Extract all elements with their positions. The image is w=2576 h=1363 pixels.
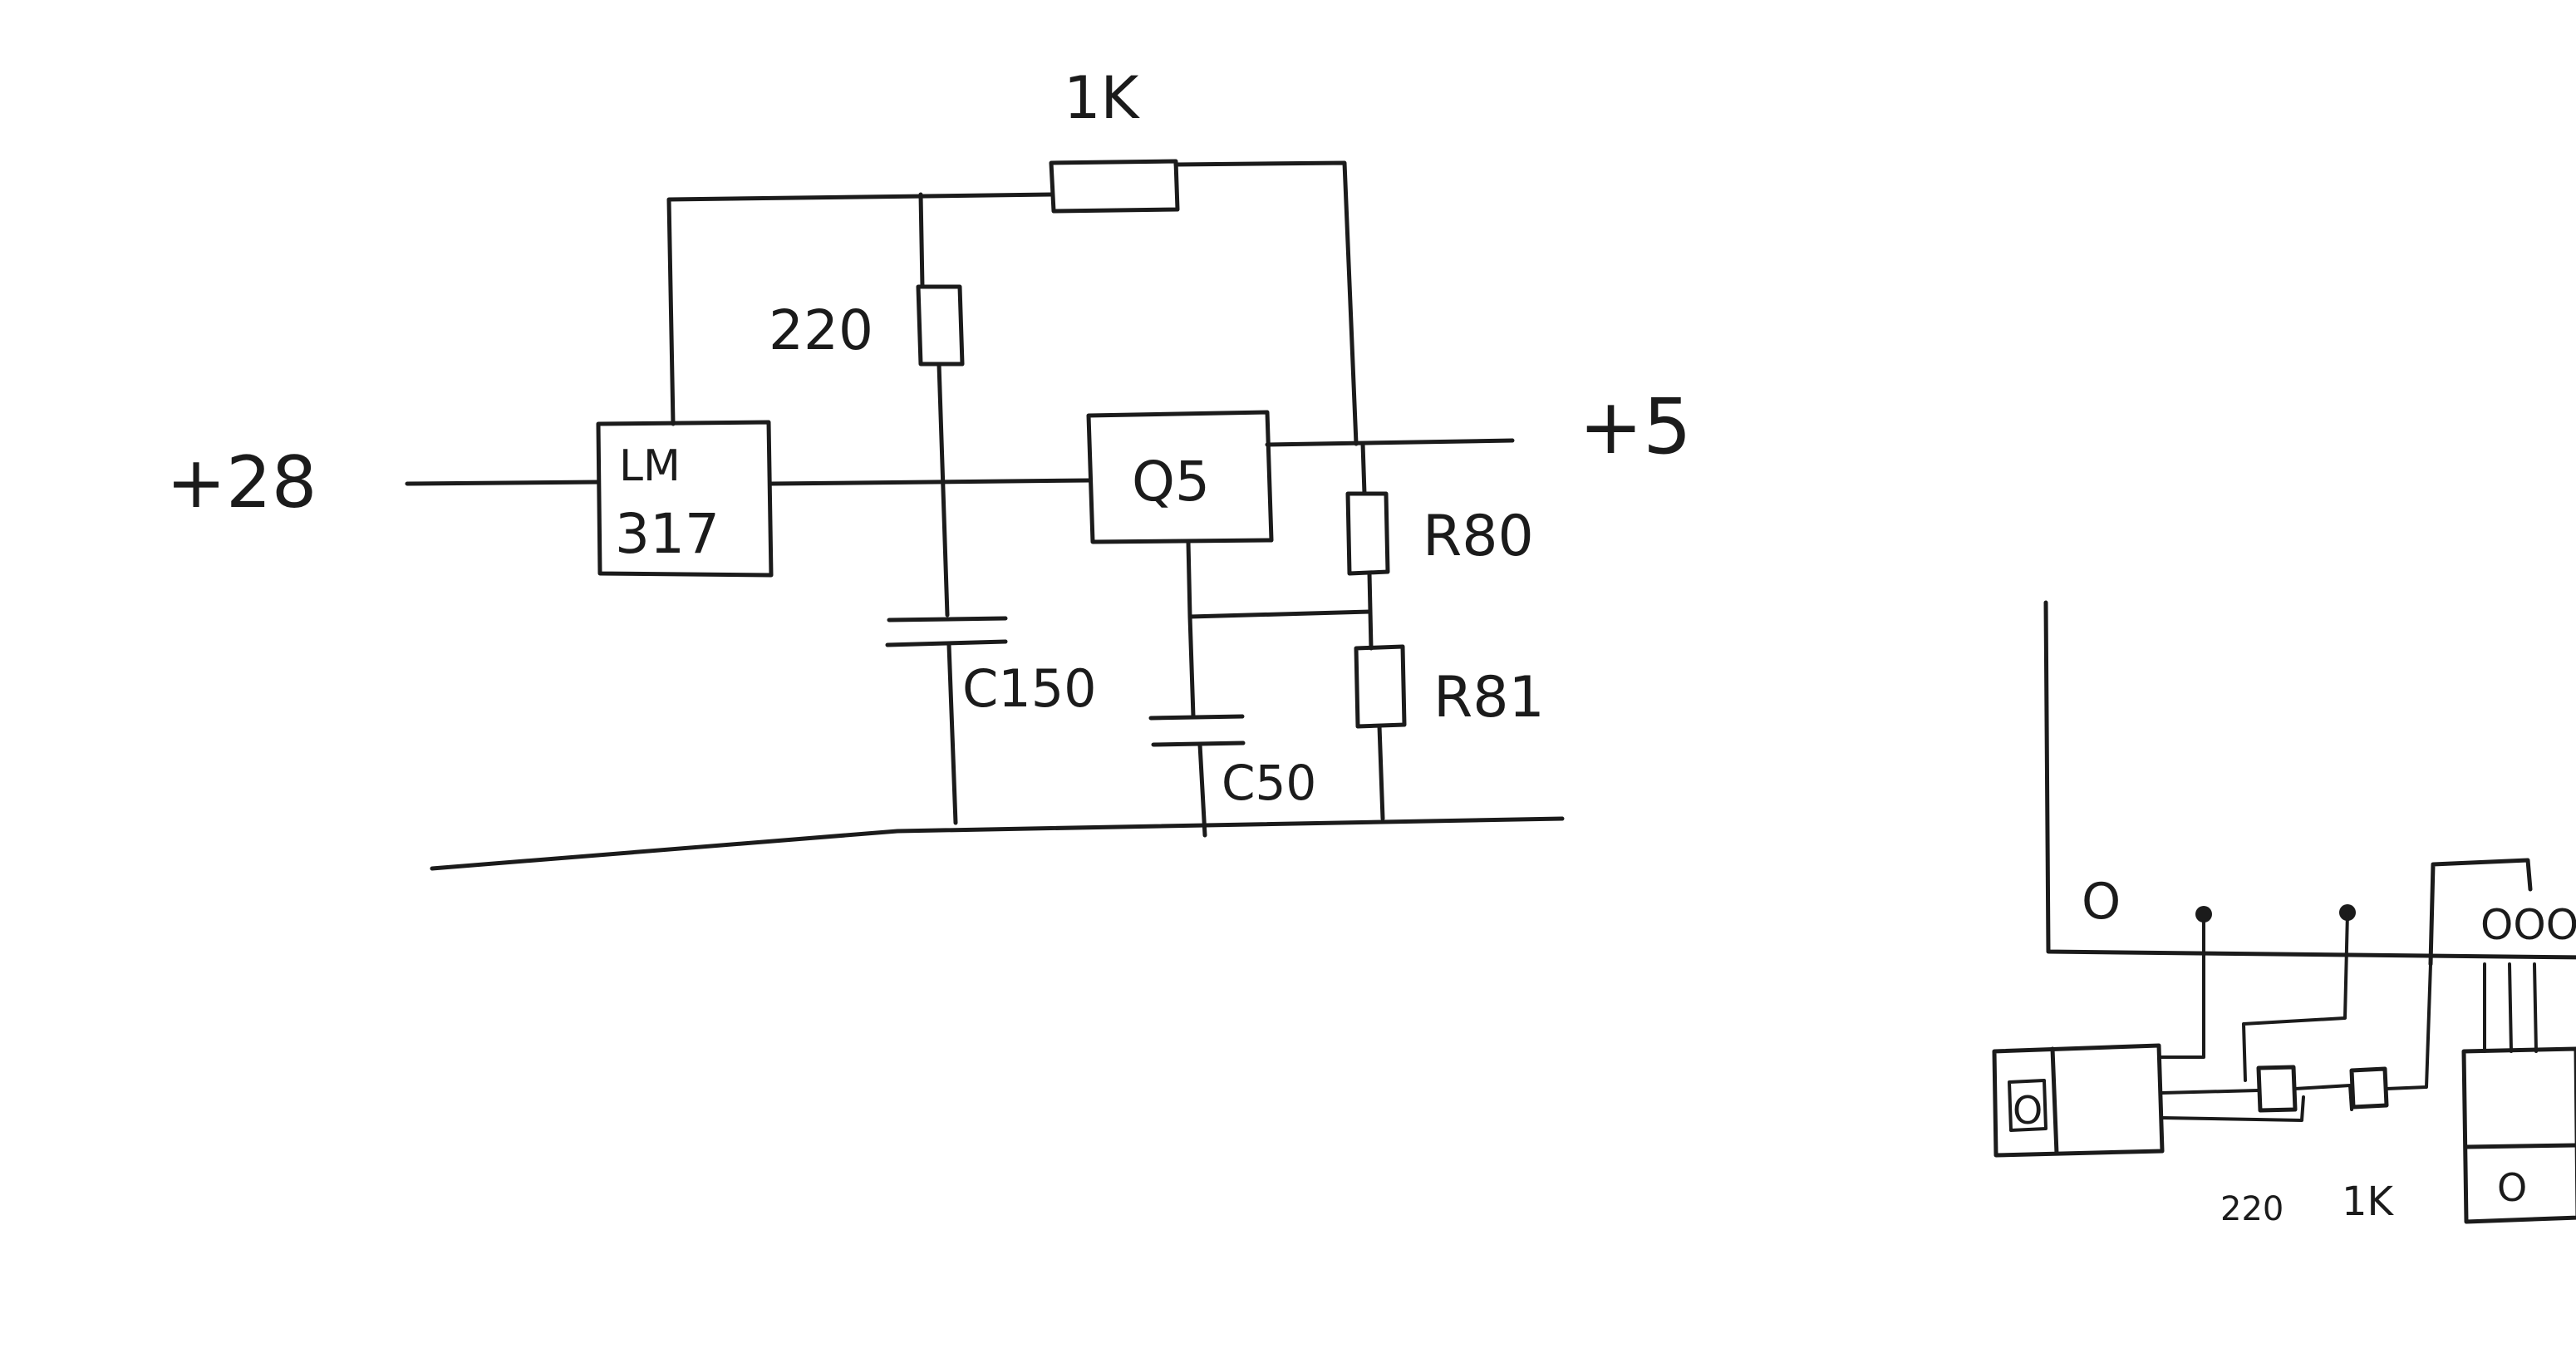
layout-pad-label: O	[2082, 873, 2121, 931]
capacitor-c50-lead-top	[1187, 614, 1196, 719]
layout-left-pin-label: O	[2013, 1088, 2043, 1133]
resistor-r80	[1345, 491, 1390, 576]
layout-right-package	[2461, 1046, 2576, 1224]
resistor-r81-label: R81	[1433, 665, 1545, 731]
layout-left-package-tab	[2050, 1046, 2059, 1156]
regulator-output-wire	[769, 478, 1091, 486]
adjust-wire	[666, 192, 1054, 426]
transistor-q5	[1086, 410, 1274, 544]
capacitor-c150-label: C150	[962, 658, 1097, 719]
input-voltage-label: +28	[166, 441, 317, 524]
feedback-wire	[1173, 160, 1359, 446]
capacitor-c150-plate-bottom	[885, 639, 1008, 647]
resistor-220	[916, 284, 965, 367]
layout-trace-bottom	[2161, 1095, 2305, 1122]
capacitor-c50-label: C50	[1222, 755, 1316, 811]
layout-via-2-trace	[2242, 911, 2349, 1082]
resistor-r80-label: R80	[1423, 504, 1534, 569]
bias-wire-top	[918, 192, 925, 289]
layout-resistor-220-label: 220	[2220, 1190, 2283, 1228]
input-wire	[405, 480, 601, 486]
divider-wire-mid	[1367, 571, 1374, 651]
output-wire	[1265, 438, 1515, 447]
capacitor-c150-lead	[946, 642, 958, 825]
capacitor-c150-plate-top	[887, 616, 1008, 622]
layout-trace-to-package	[2385, 962, 2432, 1090]
layout-resistor-1k-label: 1K	[2342, 1178, 2395, 1225]
layout-resistor-1k	[2349, 1066, 2389, 1110]
layout-header-outline	[2428, 858, 2533, 967]
circuit-schematic: +28 LM 317 1K 220 Q5 +5 R80 R81	[166, 64, 1692, 871]
layout-trace-top	[2161, 1089, 2260, 1095]
bias-wire-mid	[937, 362, 950, 618]
layout-right-package-tab	[2464, 1143, 2576, 1149]
layout-right-pin-2	[2508, 962, 2513, 1053]
layout-header-pads: OOO	[2480, 901, 2576, 949]
layout-right-pin-3	[2533, 962, 2538, 1053]
output-voltage-label: +5	[1579, 382, 1692, 471]
board-layout-sketch: O OOO O O 220 1K	[1992, 600, 2576, 1228]
resistor-r81	[1354, 644, 1407, 729]
layout-right-pin-label: O	[2497, 1165, 2527, 1210]
resistor-1k	[1049, 159, 1180, 214]
transistor-q5-label: Q5	[1132, 450, 1210, 514]
layout-via-1-trace	[2159, 913, 2205, 1059]
base-wire	[1186, 539, 1372, 619]
regulator-label-line2: 317	[615, 502, 720, 566]
layout-vertical-trace	[2043, 600, 2576, 960]
regulator-lm317	[596, 420, 774, 578]
ground-rail	[430, 816, 1565, 871]
layout-left-package-hole	[2008, 1079, 2048, 1132]
layout-left-package	[1992, 1043, 2165, 1158]
capacitor-c50-plate-top	[1148, 714, 1245, 721]
divider-wire-top	[1360, 441, 1367, 496]
layout-resistor-220	[2256, 1065, 2298, 1113]
capacitor-c50-lead-bottom	[1197, 742, 1207, 838]
resistor-1k-label: 1K	[1064, 64, 1141, 132]
resistor-220-label: 220	[769, 298, 873, 362]
regulator-label-line1: LM	[619, 441, 681, 491]
divider-wire-bottom	[1377, 724, 1385, 821]
